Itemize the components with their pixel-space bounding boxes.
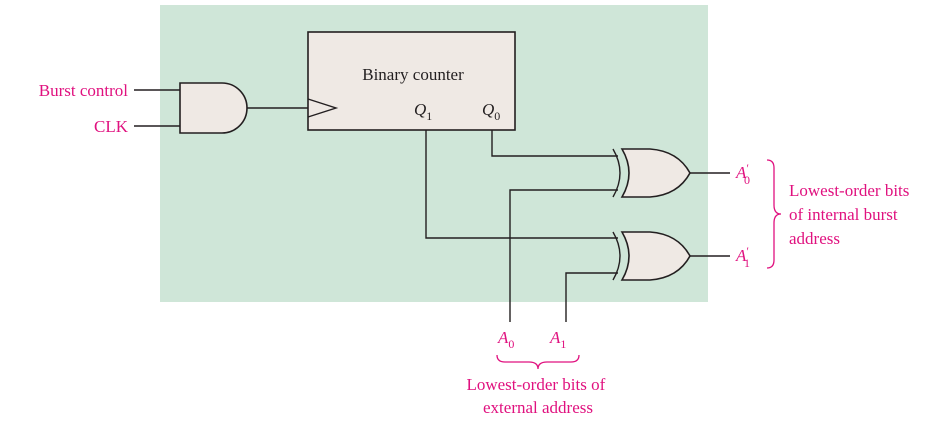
burst-control-label: Burst control: [39, 81, 129, 100]
ext-a0-wire: [509, 189, 618, 322]
and-gate: [179, 82, 248, 134]
q0-label: Q0: [482, 100, 500, 123]
clock-input-triangle: [307, 98, 339, 118]
ext-a0-label: A0: [497, 328, 514, 351]
ext-a1-wire: [565, 272, 618, 322]
external-brace: [496, 354, 580, 370]
xor-gate-a1: [612, 231, 691, 281]
xor-gate-a0: [612, 148, 691, 198]
q1-wire: [425, 130, 618, 239]
q1-label: Q1: [414, 100, 432, 123]
ext-a1-label: A1: [549, 328, 566, 351]
a1-prime-label: A′1: [735, 244, 750, 270]
q0-wire: [491, 130, 618, 157]
binary-counter-block: [307, 31, 516, 131]
external-address-caption: Lowest-order bits of external address: [466, 375, 609, 417]
output-brace: [766, 159, 782, 269]
clk-label: CLK: [94, 117, 129, 136]
a0-prime-label: A′0: [735, 161, 750, 187]
internal-address-caption: Lowest-order bits of internal burst addr…: [789, 181, 914, 248]
binary-counter-title: Binary counter: [362, 65, 464, 84]
